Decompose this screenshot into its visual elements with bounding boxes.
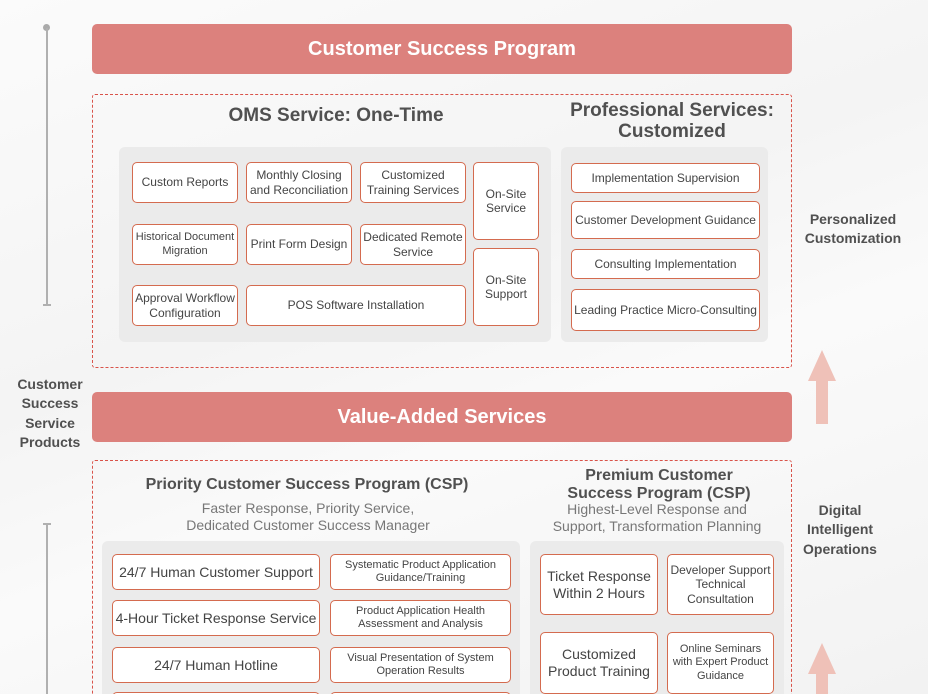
timeline-top-dot (43, 24, 50, 31)
premium-item: Customized Product Training (540, 632, 658, 694)
priority-item: 24/7 Human Hotline (112, 647, 320, 683)
priority-item: Product Application Health Assessment an… (330, 600, 511, 636)
premium-item: Developer Support Technical Consultation (667, 554, 774, 615)
oms-item: On-Site Support (473, 248, 539, 326)
oms-item: Custom Reports (132, 162, 238, 203)
professional-item: Leading Practice Micro-Consulting (571, 289, 760, 331)
arrow-up-lower-icon (808, 643, 836, 694)
oms-title: OMS Service: One-Time (228, 105, 444, 126)
oms-item: Historical Document Migration (132, 224, 238, 265)
oms-item: Monthly Closing and Reconciliation (246, 162, 352, 203)
timeline-lower-line (46, 523, 48, 694)
upper-section (92, 94, 792, 368)
priority-csp-subtitle: Faster Response, Priority Service, Dedic… (186, 500, 430, 533)
right-label-digital: Digital Intelligent Operations (803, 502, 877, 557)
oms-item: On-Site Service (473, 162, 539, 240)
oms-item: Approval Workflow Configuration (132, 285, 238, 326)
priority-csp-title: Priority Customer Success Program (CSP) (145, 476, 469, 493)
timeline-upper-line (46, 28, 48, 306)
priority-item: Systematic Product Application Guidance/… (330, 554, 511, 590)
professional-title: Professional Services: Customized (570, 100, 774, 142)
oms-item: Dedicated Remote Service (360, 224, 466, 265)
arrow-up-upper-icon (808, 350, 836, 424)
right-label-personalized: Personalized Customization (804, 211, 902, 247)
side-label-products: Customer Success Service Products (17, 376, 83, 450)
professional-item: Customer Development Guidance (571, 201, 760, 239)
banner-value-added-services: Value-Added Services (92, 392, 792, 442)
oms-item: Print Form Design (246, 224, 352, 265)
professional-item: Implementation Supervision (571, 163, 760, 193)
oms-item: POS Software Installation (246, 285, 466, 326)
premium-item: Online Seminars with Expert Product Guid… (667, 632, 774, 694)
oms-item: Customized Training Services (360, 162, 466, 203)
lower-section (92, 460, 792, 694)
banner-customer-success-program: Customer Success Program (92, 24, 792, 74)
priority-item: 4-Hour Ticket Response Service (112, 600, 320, 636)
premium-item: Ticket Response Within 2 Hours (540, 554, 658, 615)
priority-item: 24/7 Human Customer Support (112, 554, 320, 590)
timeline-upper-cap (43, 304, 51, 306)
premium-csp-title: Premium Customer Success Program (CSP) (567, 467, 751, 502)
professional-item: Consulting Implementation (571, 249, 760, 279)
premium-csp-subtitle: Highest-Level Response and Support, Tran… (552, 501, 762, 534)
priority-item: Visual Presentation of System Operation … (330, 647, 511, 683)
